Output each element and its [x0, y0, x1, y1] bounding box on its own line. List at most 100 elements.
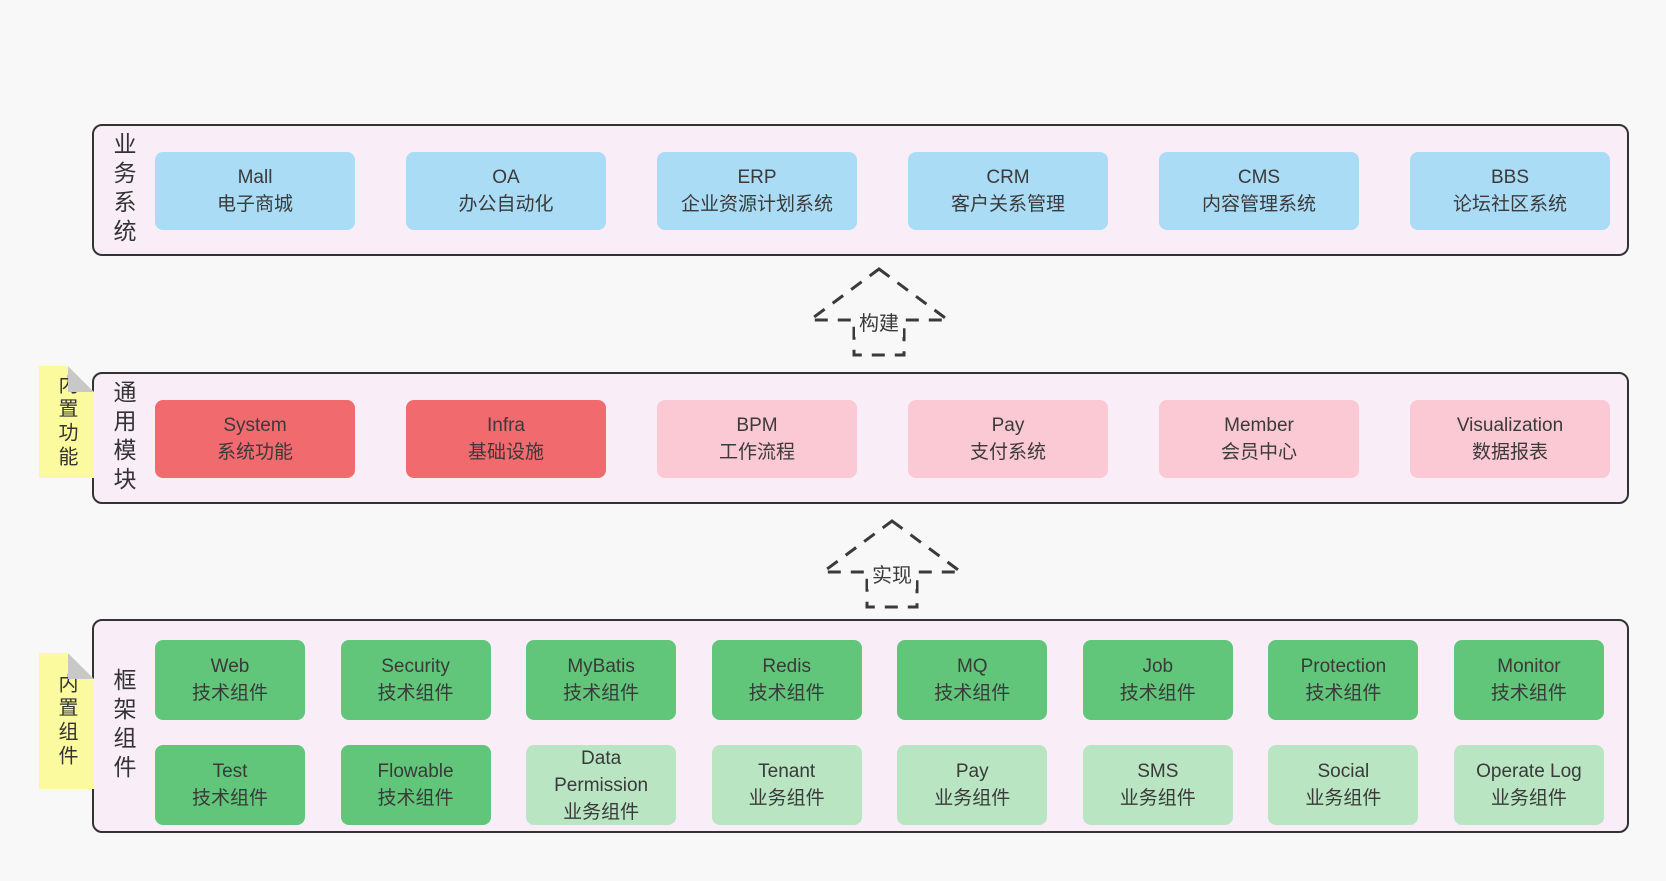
box-title: Mall: [237, 167, 273, 188]
box-desc: 技术组件: [1305, 683, 1382, 704]
box-desc: 内容管理系统: [1201, 194, 1316, 215]
note-built-in-components: 内置组件: [39, 653, 94, 789]
box-tenant: Tenant 业务组件: [711, 745, 862, 825]
box-job: Job 技术组件: [1082, 640, 1233, 720]
box-title: CMS: [1237, 167, 1281, 188]
box-test: Test 技术组件: [155, 745, 305, 825]
box-operate-log: Operate Log 业务组件: [1453, 745, 1604, 825]
box-sms: SMS 业务组件: [1082, 745, 1233, 825]
box-desc: 技术组件: [191, 683, 268, 704]
box-desc: 基础设施: [467, 442, 544, 463]
box-title: SMS: [1137, 761, 1179, 782]
section-framework-components: 框架组件 Web 技术组件 Security 技术组件 MyBatis 技术组件…: [92, 619, 1629, 833]
common-modules-label: 通用模块: [110, 380, 136, 496]
box-desc: 业务组件: [563, 801, 640, 823]
section-common-modules: 通用模块 System 系统功能 Infra 基础设施 BPM 工作流程 Pay…: [92, 372, 1629, 504]
box-title: OA: [492, 167, 520, 188]
box-desc: 客户关系管理: [950, 194, 1065, 215]
box-title: Operate Log: [1476, 761, 1582, 782]
box-title: Visualization: [1456, 415, 1564, 436]
box-desc: 技术组件: [377, 788, 454, 809]
box-desc: 技术组件: [191, 788, 268, 809]
framework-components-label: 框架组件: [110, 668, 136, 784]
section-business-systems: 业务系统 Mall 电子商城 OA 办公自动化 ERP 企业资源计划系统 CRM…: [92, 124, 1629, 256]
box-desc: 技术组件: [748, 683, 825, 704]
box-title: Member: [1224, 415, 1294, 436]
box-title: Pay: [955, 761, 989, 782]
box-mall: Mall 电子商城: [155, 152, 355, 230]
implement-arrow: 实现: [819, 518, 965, 610]
box-desc: 会员中心: [1220, 442, 1297, 463]
box-title: Tenant: [758, 761, 816, 782]
box-desc: 业务组件: [934, 788, 1011, 809]
box-desc: 支付系统: [969, 442, 1046, 463]
box-bpm: BPM 工作流程: [657, 400, 857, 478]
box-oa: OA 办公自动化: [406, 152, 606, 230]
box-desc: 企业资源计划系统: [680, 194, 833, 215]
box-desc: 电子商城: [216, 194, 293, 215]
box-title: BBS: [1490, 167, 1530, 188]
note-built-in-features: 内置功能: [39, 366, 94, 478]
box-title: CRM: [986, 167, 1030, 188]
box-title: BPM: [736, 415, 778, 436]
box-bbs: BBS 论坛社区系统: [1410, 152, 1610, 230]
box-data-permission: Data Permission 业务组件: [526, 745, 677, 825]
box-mq: MQ 技术组件: [897, 640, 1048, 720]
box-desc: 业务组件: [1119, 788, 1196, 809]
box-desc: 技术组件: [1490, 683, 1567, 704]
box-mybatis: MyBatis 技术组件: [526, 640, 677, 720]
box-title: Test: [212, 761, 248, 782]
box-erp: ERP 企业资源计划系统: [657, 152, 857, 230]
box-system: System 系统功能: [155, 400, 355, 478]
box-cms: CMS 内容管理系统: [1159, 152, 1359, 230]
box-desc: 办公自动化: [458, 194, 554, 215]
box-title: MQ: [956, 656, 988, 677]
box-desc: 数据报表: [1471, 442, 1548, 463]
business-systems-label: 业务系统: [110, 132, 136, 248]
box-title: Infra: [486, 415, 526, 436]
build-arrow-label: 构建: [855, 306, 903, 337]
box-crm: CRM 客户关系管理: [908, 152, 1108, 230]
box-title: System: [223, 415, 287, 436]
box-member: Member 会员中心: [1159, 400, 1359, 478]
box-title: Monitor: [1497, 656, 1561, 677]
box-redis: Redis 技术组件: [711, 640, 862, 720]
note-text: 内置功能: [55, 374, 77, 470]
box-title: Web: [210, 656, 250, 677]
build-arrow: 构建: [806, 266, 952, 358]
box-desc: 技术组件: [377, 683, 454, 704]
box-infra: Infra 基础设施: [406, 400, 606, 478]
box-flowable: Flowable 技术组件: [340, 745, 491, 825]
box-protection: Protection 技术组件: [1268, 640, 1419, 720]
box-desc: 业务组件: [1305, 788, 1382, 809]
box-title: Flowable: [377, 761, 454, 782]
box-title: Redis: [762, 656, 811, 677]
box-title: Job: [1142, 656, 1174, 677]
box-title: Pay: [991, 415, 1025, 436]
box-desc: 业务组件: [748, 788, 825, 809]
box-desc: 技术组件: [563, 683, 640, 704]
box-desc: 技术组件: [934, 683, 1011, 704]
box-desc: 论坛社区系统: [1452, 194, 1567, 215]
box-desc: 技术组件: [1119, 683, 1196, 704]
folded-corner-icon: [68, 366, 94, 392]
box-title: Social: [1317, 761, 1370, 782]
box-pay-component: Pay 业务组件: [897, 745, 1048, 825]
box-title: MyBatis: [567, 656, 635, 677]
box-pay: Pay 支付系统: [908, 400, 1108, 478]
box-desc: 工作流程: [718, 442, 795, 463]
box-web: Web 技术组件: [155, 640, 305, 720]
box-security: Security 技术组件: [340, 640, 491, 720]
folded-corner-icon: [68, 653, 94, 679]
box-visualization: Visualization 数据报表: [1410, 400, 1610, 478]
box-monitor: Monitor 技术组件: [1453, 640, 1604, 720]
box-title: Data Permission: [554, 747, 649, 796]
implement-arrow-label: 实现: [868, 558, 916, 589]
box-desc: 业务组件: [1490, 788, 1567, 809]
box-title: ERP: [737, 167, 777, 188]
box-social: Social 业务组件: [1268, 745, 1419, 825]
box-title: Protection: [1300, 656, 1387, 677]
box-title: Security: [381, 656, 450, 677]
note-text: 内置组件: [55, 673, 77, 769]
